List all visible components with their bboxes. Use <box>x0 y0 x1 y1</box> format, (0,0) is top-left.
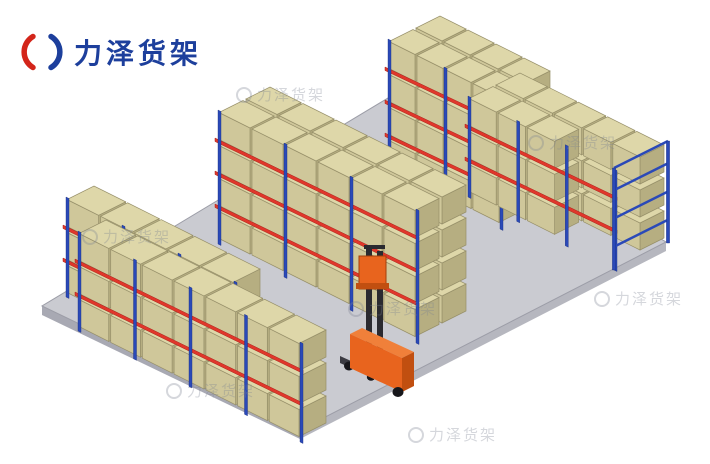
forklift-body-side <box>402 352 414 392</box>
reach-truck-forklift <box>340 245 414 397</box>
rack-block-front-left-front <box>74 219 327 444</box>
forklift-body-top <box>350 328 414 358</box>
forklift-mast-rail-right <box>377 251 383 367</box>
forklift-front-wheel <box>392 387 404 397</box>
brand-name: 力泽货架 <box>74 38 203 69</box>
rack-block-right <box>464 72 670 272</box>
pallet-rack-blocks <box>62 15 670 444</box>
forklift-mast-rail-left <box>366 248 372 364</box>
forklift-body-front <box>350 334 402 392</box>
forklift-mast-cap <box>364 245 385 249</box>
logo-icon <box>21 32 63 72</box>
forklift-carriage-bar <box>356 283 389 289</box>
brand-logo: 力泽货架 <box>20 30 202 74</box>
